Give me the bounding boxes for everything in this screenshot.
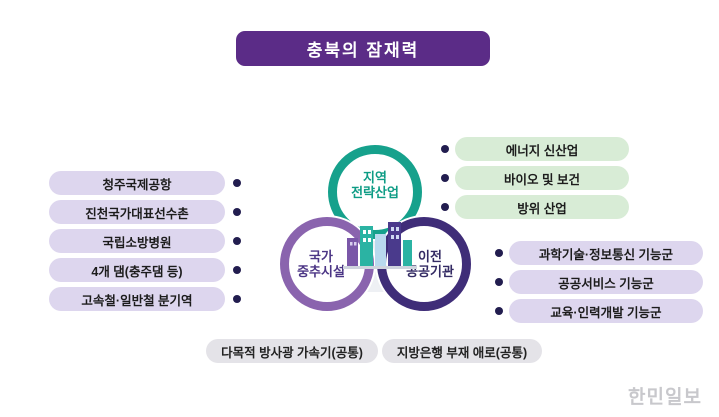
green-item-label: 방위 산업 [455,195,629,219]
venn-label-line: 중추시설 [297,264,345,279]
page-title: 충북의 잠재력 [236,31,490,66]
venn-label-line: 전략산업 [351,185,399,200]
left-item-label: 4개 댐(충주댐 등) [49,258,225,282]
list-item: 청주국제공항 [49,171,241,195]
bullet-dot [233,237,241,245]
left-item-label: 청주국제공항 [49,171,225,195]
list-item: 과학기술·정보통신 기능군 [495,241,703,265]
bullet-dot [233,208,241,216]
list-item: 국립소방병원 [49,229,241,253]
bullet-dot [495,278,503,286]
bullet-dot [441,174,449,182]
bullet-dot [495,249,503,257]
bullet-dot [441,145,449,153]
green-item-label: 에너지 신산업 [455,137,629,161]
list-item: 4개 댐(충주댐 등) [49,258,241,282]
list-item: 에너지 신산업 [441,137,629,161]
bullet-dot [233,266,241,274]
left-item-label: 국립소방병원 [49,229,225,253]
page-title-label: 충북의 잠재력 [306,41,420,60]
bullet-dot [233,295,241,303]
watermark: 한민일보 [628,387,702,408]
list-item: 교육·인력개발 기능군 [495,299,703,323]
green-item-label: 바이오 및 보건 [455,166,629,190]
venn-label-line: 이전 [418,248,442,264]
bullet-dot [495,307,503,315]
city-illustration [343,222,417,269]
venn-label-line: 지역 [363,169,387,185]
venn-circle-strategic-industry: 지역 전략산업 [328,145,422,239]
venn-label-line: 공공기관 [406,264,454,279]
list-item: 공공서비스 기능군 [495,270,703,294]
purple-item-label: 과학기술·정보통신 기능군 [509,241,703,265]
list-item: 진천국가대표선수촌 [49,200,241,224]
purple-item-label: 공공서비스 기능군 [509,270,703,294]
common-item-label: 다목적 방사광 가속기(공통) [206,339,378,363]
list-item: 방위 산업 [441,195,629,219]
bullet-dot [233,179,241,187]
left-item-label: 고속철·일반철 분기역 [49,287,225,311]
common-item-label: 지방은행 부재 애로(공통) [382,339,542,363]
left-item-label: 진천국가대표선수촌 [49,200,225,224]
venn-diagram: 지역 전략산업 국가 중추시설 이전 공공기관 [280,140,480,330]
venn-circle-national-core-facility: 국가 중추시설 [280,217,374,311]
venn-label-line: 국가 [309,248,333,264]
purple-item-label: 교육·인력개발 기능군 [509,299,703,323]
list-item: 고속철·일반철 분기역 [49,287,241,311]
list-item: 바이오 및 보건 [441,166,629,190]
bullet-dot [441,203,449,211]
